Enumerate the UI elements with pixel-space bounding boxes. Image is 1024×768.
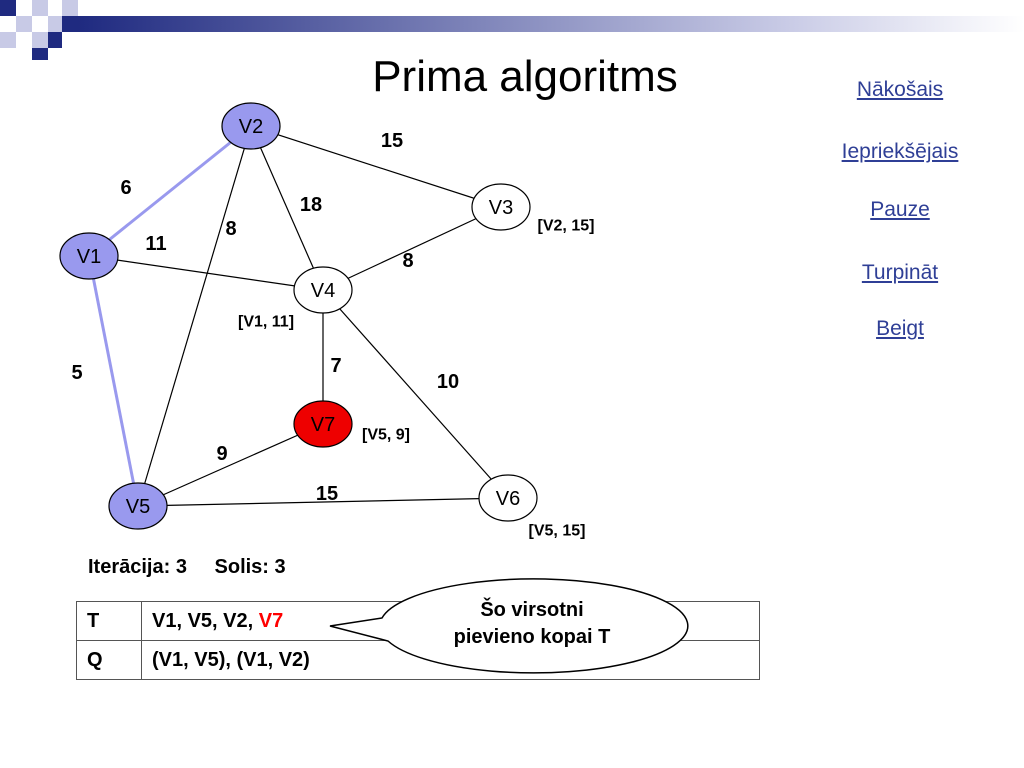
node-label: V1 [77, 246, 101, 268]
header-square [62, 0, 78, 16]
node-label: V5 [126, 496, 150, 518]
edge-weight-v1-v4: 11 [145, 233, 166, 255]
node-v3: V3 [471, 183, 531, 231]
edges-layer [87, 124, 509, 507]
header-square [48, 32, 62, 48]
edge-weight-v5-v7: 9 [216, 443, 227, 465]
edge-v3-v4 [322, 206, 502, 291]
header-square [16, 16, 32, 32]
previous-link[interactable]: Iepriekšējais [841, 140, 959, 163]
callout-bubble [329, 578, 689, 674]
header-square [48, 16, 62, 32]
node-label: V3 [489, 197, 513, 219]
callout-line-1: Šo virsotni [480, 599, 584, 621]
end-link[interactable]: Beigt [876, 317, 924, 340]
edge-v1-v4 [88, 255, 324, 291]
header-gradient-bar [78, 16, 1024, 32]
edge-v5-v7 [137, 423, 324, 507]
node-circle [293, 400, 353, 448]
edge-weight-v1-v5: 5 [71, 362, 82, 384]
header-square [0, 32, 16, 48]
edge-weight-v2-v4: 18 [300, 194, 322, 216]
edge-weight-v2-v3: 15 [381, 130, 403, 152]
set-t-new-member: V7 [258, 609, 284, 632]
node-v5: V5 [108, 482, 168, 530]
edge-weight-v4-v7: 7 [330, 355, 341, 377]
node-circle [221, 102, 281, 150]
node-label: V7 [311, 414, 335, 436]
edge-weight-v3-v4: 8 [402, 250, 413, 272]
callout-text: Šo virsotni pievieno kopai T [410, 597, 654, 651]
pause-link[interactable]: Pauze [870, 198, 930, 221]
header-decoration [0, 0, 1024, 60]
node-label: V2 [239, 116, 263, 138]
node-v7: V7 [293, 400, 353, 448]
edge-weight-v4-v6: 10 [437, 371, 459, 393]
node-circle [471, 183, 531, 231]
node-circle [59, 232, 119, 280]
callout-shape [329, 578, 689, 674]
status-line: Iterācija: 3 Solis: 3 [88, 556, 308, 579]
step-counter: Solis: 3 [214, 556, 286, 578]
edge-v2-v5 [137, 125, 252, 507]
header-square [62, 16, 78, 32]
edge-v1-v2 [88, 124, 252, 258]
node-v1: V1 [59, 232, 119, 280]
header-square [48, 0, 62, 16]
weights-layer: 6 5 11 15 18 8 8 7 10 9 15 [71, 130, 459, 505]
node-label: V6 [496, 488, 520, 510]
node-circle [108, 482, 168, 530]
set-t-members: V1, V5, V2, [152, 609, 259, 632]
node-v6: V6 [478, 474, 538, 522]
node-v2: V2 [221, 102, 281, 150]
node-label: V4 [311, 280, 335, 302]
iteration-counter: Iterācija: 3 [88, 556, 187, 578]
slide-title: Prima algoritms [372, 52, 678, 101]
node-tag-v4: [V1, 11] [238, 314, 294, 331]
header-square [32, 48, 48, 60]
tags-layer: [V2, 15] [V1, 11] [V5, 9] [V5, 15] [238, 218, 594, 540]
node-tag-v7: [V5, 9] [362, 427, 410, 444]
header-square [16, 32, 32, 48]
edge-weight-v5-v6: 15 [316, 483, 338, 505]
edge-v1-v5 [87, 255, 140, 507]
set-t-key: T [76, 601, 142, 641]
node-tag-v6: [V5, 15] [529, 523, 586, 540]
header-square [32, 32, 48, 48]
continue-link[interactable]: Turpināt [861, 261, 939, 284]
header-square [16, 0, 32, 16]
node-circle [478, 474, 538, 522]
header-square [32, 0, 48, 16]
header-square [0, 0, 16, 16]
edge-weight-v1-v2: 6 [120, 177, 131, 199]
next-link[interactable]: Nākošais [856, 78, 944, 101]
node-circle [293, 266, 353, 314]
callout-line-2: pievieno kopai T [453, 626, 611, 648]
edge-weight-v2-v5: 8 [225, 218, 236, 240]
edge-v5-v6 [137, 497, 509, 507]
edge-v2-v3 [250, 125, 502, 208]
edge-v2-v4 [250, 125, 324, 291]
node-v4: V4 [293, 266, 353, 314]
node-tag-v3: [V2, 15] [538, 218, 595, 235]
edge-v4-v6 [322, 289, 509, 499]
